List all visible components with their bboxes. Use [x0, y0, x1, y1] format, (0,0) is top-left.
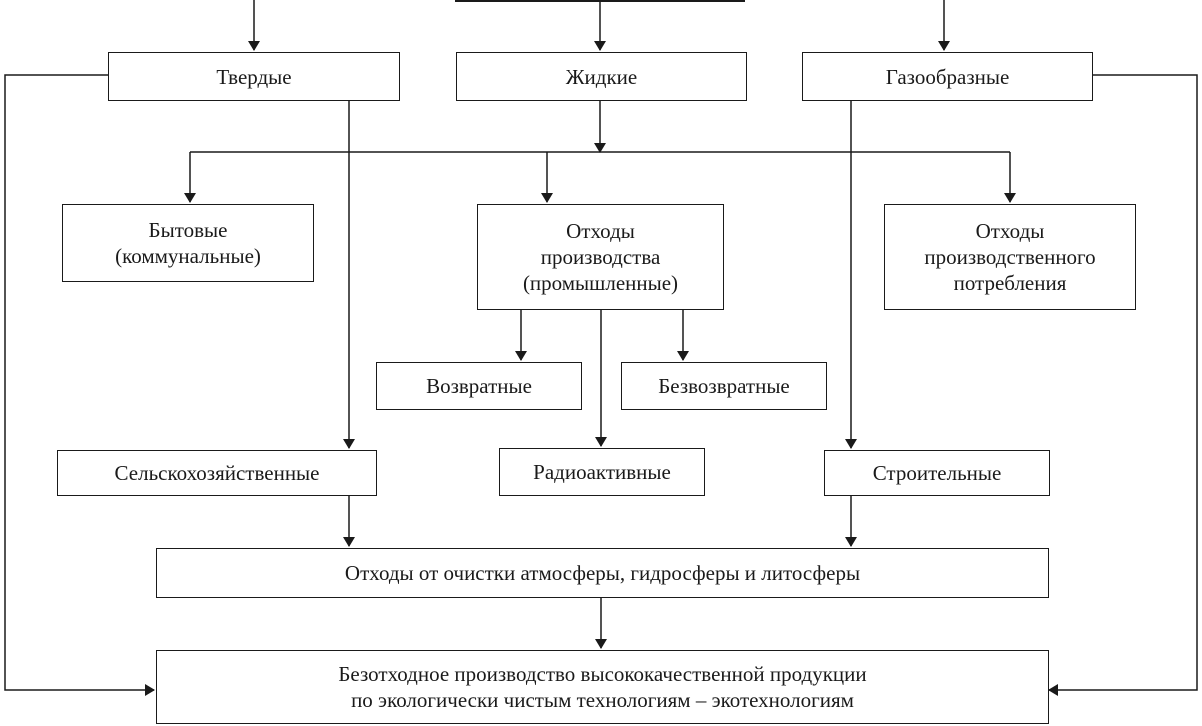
production-waste-box: Отходы производства (промышленные): [477, 204, 724, 310]
nonreturnable-label: Безвозвратные: [658, 374, 790, 398]
returnable-label: Возвратные: [426, 374, 532, 398]
nonreturnable-waste-box: Безвозвратные: [621, 362, 827, 410]
consumption-line-1: Отходы: [975, 219, 1045, 243]
production-line-1: Отходы: [566, 219, 635, 243]
construction-waste-box: Строительные: [824, 450, 1050, 496]
production-line-2: производства: [540, 245, 661, 269]
radioactive-waste-box: Радиоактивные: [499, 448, 705, 496]
category-solid-label: Твердые: [216, 64, 292, 89]
consumption-line-3: потребления: [953, 271, 1067, 295]
household-waste-box: Бытовые (коммунальные): [62, 204, 314, 282]
agricultural-label: Сельскохозяйственные: [114, 461, 320, 485]
consumption-waste-box: Отходы производственного потребления: [884, 204, 1136, 310]
household-line-1: Бытовые: [148, 218, 228, 242]
arrow-gaseous-loop-to-result: [1048, 74, 1198, 696]
category-solid-box: Твердые: [108, 52, 400, 101]
category-gaseous-box: Газообразные: [802, 52, 1093, 101]
category-liquid-label: Жидкие: [565, 64, 638, 89]
household-line-2: (коммунальные): [115, 244, 261, 268]
returnable-waste-box: Возвратные: [376, 362, 582, 410]
production-line-3: (промышленные): [522, 271, 679, 295]
agricultural-waste-box: Сельскохозяйственные: [57, 450, 377, 496]
cleanup-waste-box: Отходы от очистки атмосферы, гидросферы …: [156, 548, 1049, 598]
waste-free-production-box: Безотходное производство высококачествен…: [156, 650, 1049, 724]
radioactive-label: Радиоактивные: [533, 460, 671, 484]
construction-label: Строительные: [872, 461, 1002, 485]
result-line-1: Безотходное производство высококачествен…: [338, 662, 867, 686]
result-line-2: по экологически чистым технологиям – эко…: [351, 688, 854, 712]
category-gaseous-label: Газообразные: [885, 64, 1010, 89]
arrow-solid-loop-to-result: [4, 74, 155, 696]
category-liquid-box: Жидкие: [456, 52, 747, 101]
consumption-line-2: производственного: [924, 245, 1096, 269]
cleanup-label: Отходы от очистки атмосферы, гидросферы …: [344, 561, 861, 585]
